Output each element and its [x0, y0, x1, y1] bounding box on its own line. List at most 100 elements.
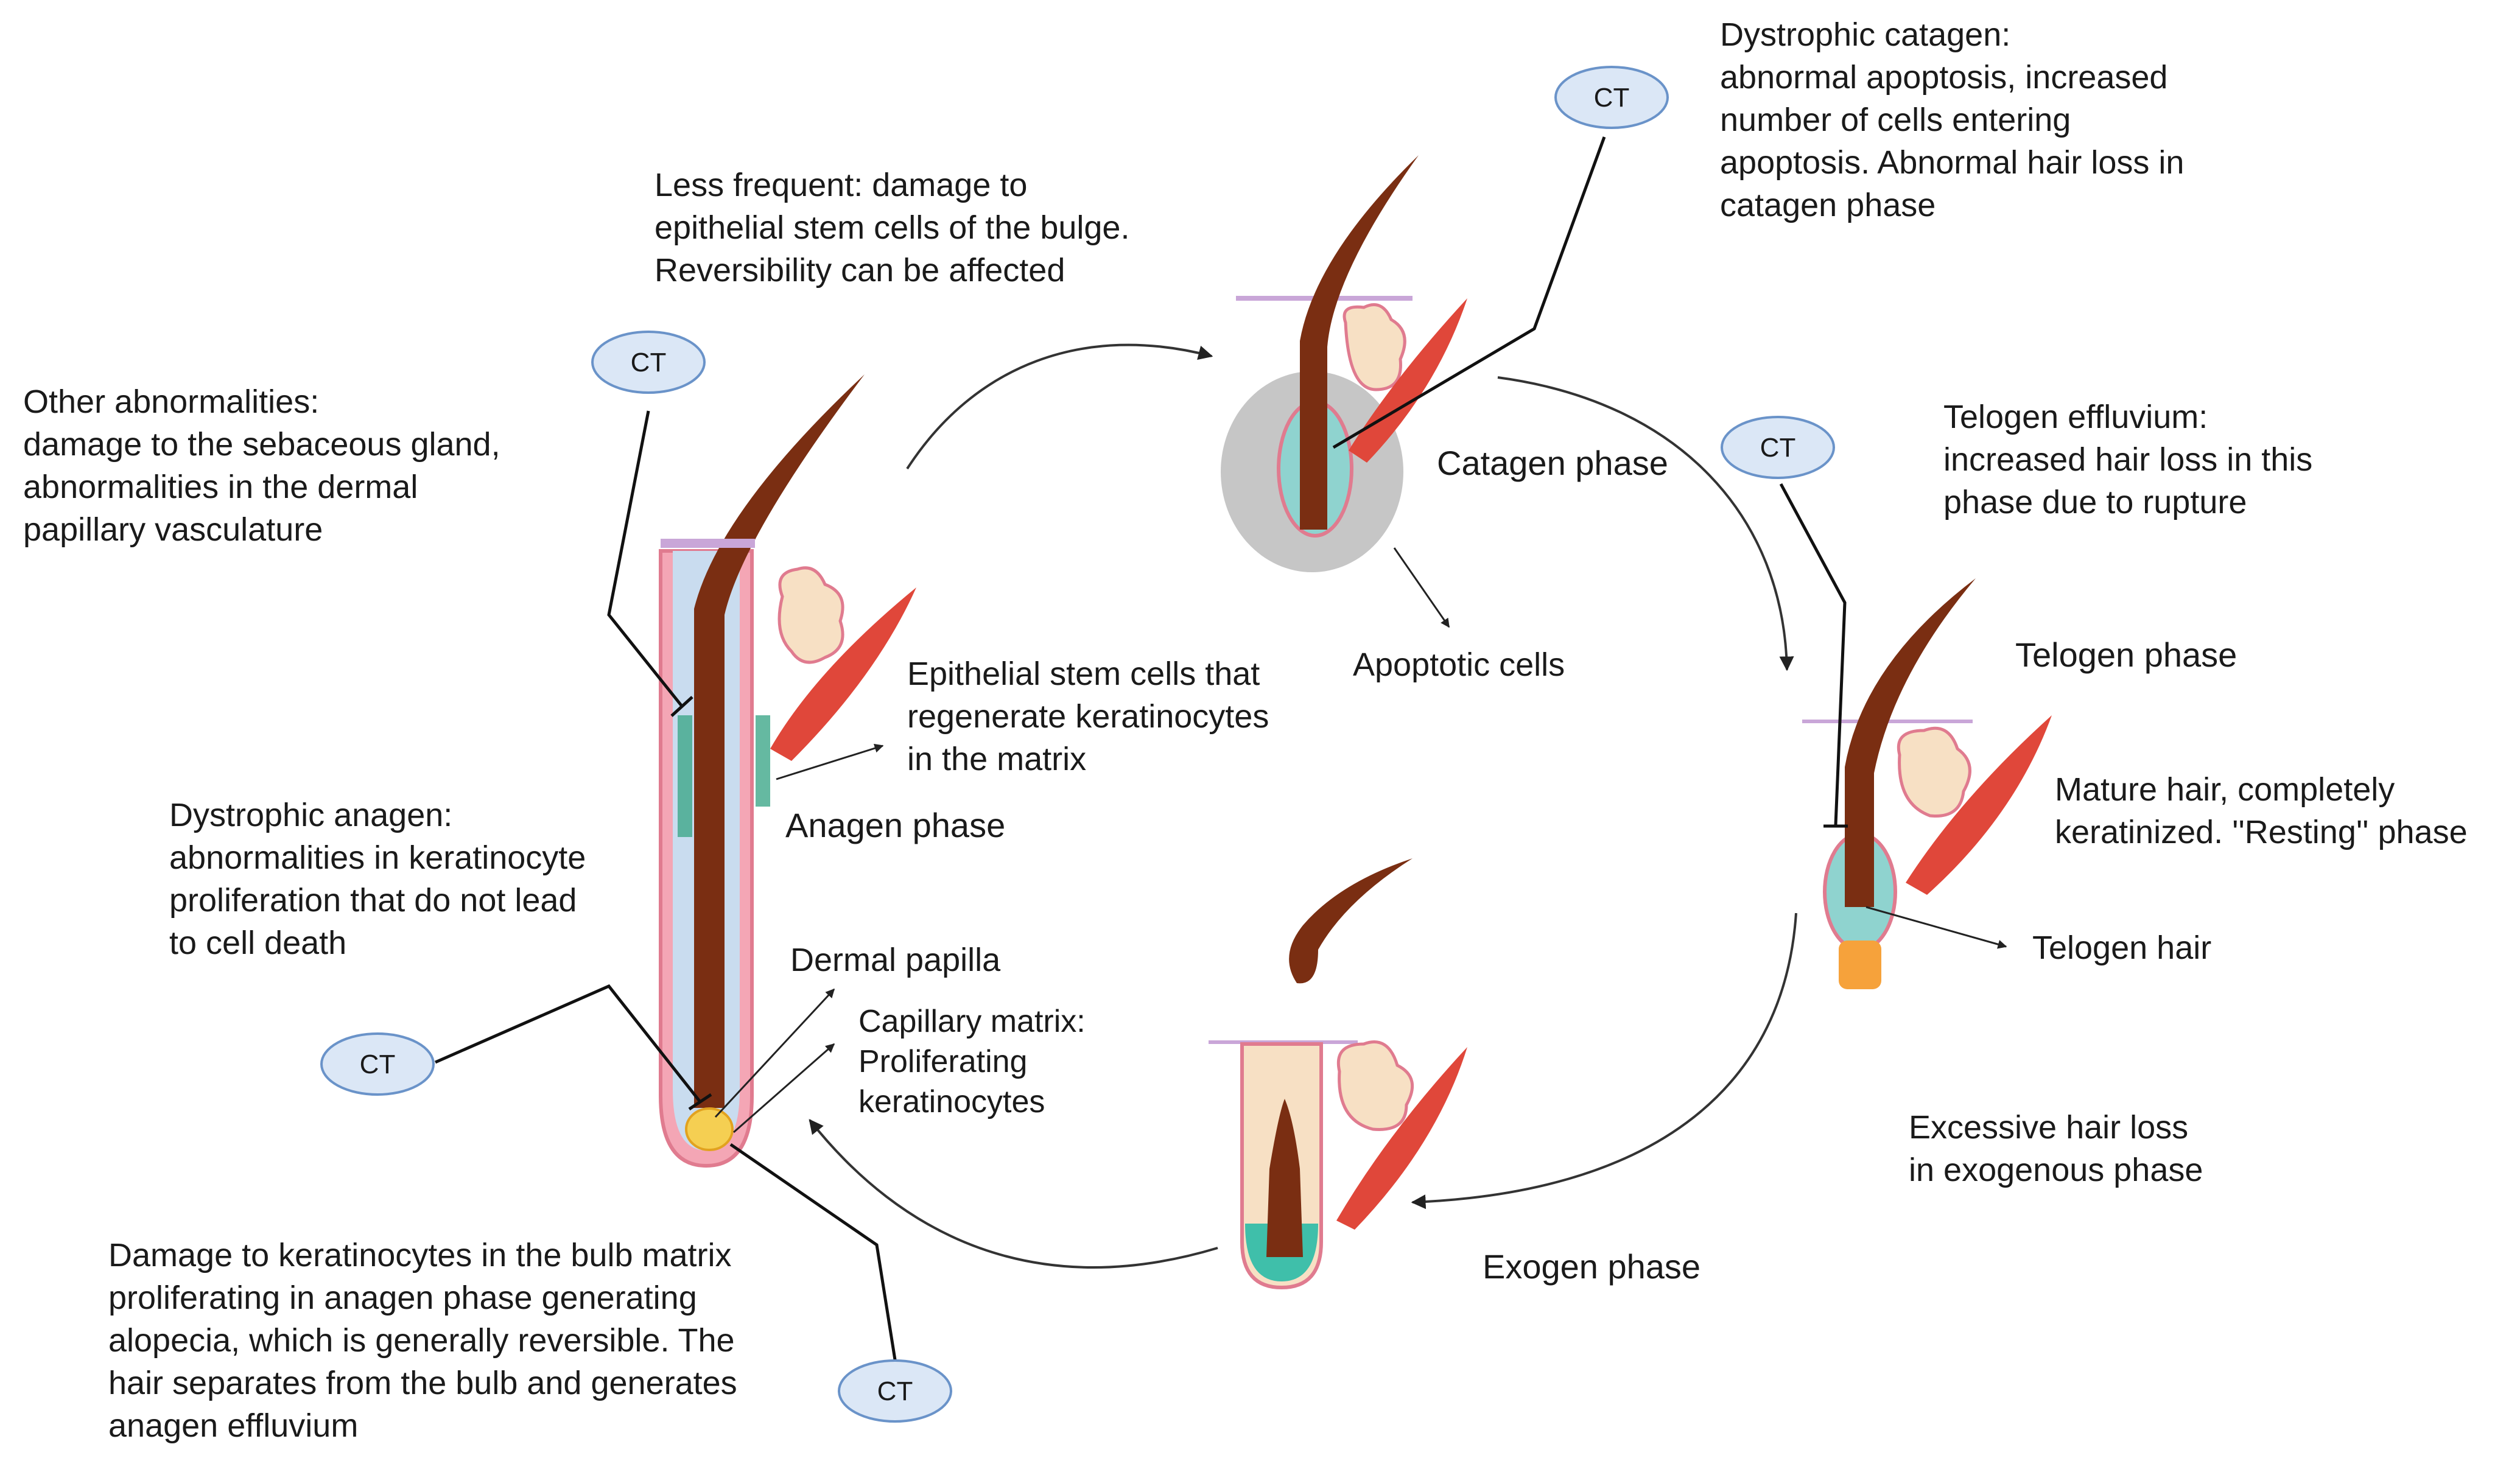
annotation-line: Dermal papilla	[790, 942, 1001, 978]
ct-label: CT	[1760, 433, 1796, 463]
annotation-line: Proliferating	[858, 1044, 1027, 1079]
exogen-sebaceous-gland	[1336, 1040, 1414, 1131]
pointer-apoptotic	[1393, 547, 1450, 628]
annotation-line: to cell death	[169, 925, 346, 961]
annotation-line: apoptosis. Abnormal hair loss in	[1720, 144, 2184, 181]
annotation-line: abnormalities in the dermal	[23, 469, 418, 505]
telogen-germ-cells	[1839, 941, 1881, 989]
annotation-line: Capillary matrix:	[858, 1004, 1086, 1039]
annotation-telogen-effluvium: Telogen effluvium: increased hair loss in…	[1943, 399, 2312, 520]
annotation-line: abnormalities in keratinocyte	[169, 839, 586, 876]
annotation-apoptotic-cells: Apoptotic cells	[1353, 646, 1565, 683]
ct-line-catagen	[1332, 136, 1606, 449]
annotation-line: Damage to keratinocytes in the bulb matr…	[108, 1237, 732, 1274]
telogen-arrector-muscle	[1906, 715, 2052, 895]
annotation-line: catagen phase	[1720, 187, 1936, 223]
ct-badge-catagen: CT	[1554, 66, 1669, 129]
annotation-telogen-hair: Telogen hair	[2032, 930, 2211, 966]
catagen-follicle	[1221, 155, 1467, 572]
annotation-line: Mature hair, completely	[2055, 771, 2395, 808]
ct-label: CT	[1594, 83, 1630, 113]
anagen-hair-shaft	[694, 374, 865, 1108]
catagen-phase-label: Catagen phase	[1437, 444, 1668, 482]
annotation-dystrophic-anagen: Dystrophic anagen: abnormalities in kerat…	[169, 797, 586, 961]
telogen-phase-label: Telogen phase	[2015, 636, 2237, 674]
annotation-line: abnormal apoptosis, increased	[1720, 59, 2167, 96]
annotation-line: Excessive hair loss	[1909, 1109, 2188, 1146]
ct-badge-anagen-upper: CT	[591, 331, 706, 394]
ct-bar-anagen-left	[688, 1093, 712, 1111]
ct-line-anagen-upper	[607, 410, 683, 707]
exogen-shed-hair	[1289, 858, 1413, 984]
exogen-phase-label: Exogen phase	[1483, 1247, 1700, 1286]
ct-bar-anagen-upper	[670, 696, 693, 717]
anagen-sebaceous-gland	[777, 566, 844, 664]
annotation-line: proliferating in anagen phase generating	[108, 1280, 697, 1316]
pointer-stem-cells	[776, 743, 884, 780]
annotation-line: anagen effluvium	[108, 1407, 358, 1444]
annotation-dystrophic-catagen: Dystrophic catagen: abnormal apoptosis, i…	[1720, 16, 2184, 223]
ct-line-anagen-bottom	[729, 1143, 900, 1379]
annotations: Other abnormalities:damage to the sebace…	[23, 16, 2468, 1444]
annotation-dermal-papilla: Dermal papilla	[790, 942, 1001, 978]
ct-label: CT	[360, 1049, 396, 1079]
anagen-dermal-papilla	[685, 1107, 734, 1151]
telogen-follicle	[1802, 578, 2052, 989]
annotation-line: Apoptotic cells	[1353, 646, 1565, 683]
pointer-telogen-hair	[1865, 906, 2007, 949]
anagen-stem-cell-band-right	[756, 715, 770, 807]
annotation-line: damage to the sebaceous gland,	[23, 426, 500, 463]
annotation-line: Telogen effluvium:	[1943, 399, 2208, 435]
pointer-arrows	[714, 547, 2007, 1133]
annotation-line: Epithelial stem cells that	[907, 656, 1260, 692]
annotation-line: alopecia, which is generally reversible.…	[108, 1322, 735, 1359]
arrow-anagen-to-catagen	[906, 343, 1213, 470]
exogen-arrector-muscle	[1336, 1047, 1467, 1230]
annotation-line: Telogen hair	[2032, 930, 2211, 966]
anagen-stem-cell-band-left	[678, 715, 692, 837]
annotation-line: hair separates from the bulb and generat…	[108, 1365, 737, 1401]
annotation-line: Dystrophic anagen:	[169, 797, 452, 833]
annotation-line: Reversibility can be affected	[655, 252, 1065, 289]
ct-label: CT	[631, 348, 667, 377]
anagen-phase-label: Anagen phase	[785, 806, 1005, 844]
exogen-follicle	[1209, 858, 1467, 1290]
annotation-line: in the matrix	[907, 741, 1086, 777]
ct-badge-anagen-left: CT	[320, 1032, 435, 1096]
phase-labels: Anagen phase Catagen phase Telogen phase…	[785, 444, 2237, 1286]
cycle-arrows	[809, 343, 1797, 1269]
annotation-capillary-matrix: Capillary matrix: Proliferating keratinocy…	[858, 1004, 1086, 1119]
annotation-line: keratinocytes	[858, 1084, 1045, 1119]
annotation-line: increased hair loss in this	[1943, 441, 2312, 478]
arrow-telogen-to-exogen	[1411, 913, 1797, 1210]
annotation-line: phase due to rupture	[1943, 484, 2247, 520]
ct-badge-anagen-bottom: CT	[838, 1359, 952, 1423]
ct-line-anagen-left	[434, 984, 701, 1103]
annotation-line: Dystrophic catagen:	[1720, 16, 2010, 53]
pointer-dermal-papilla	[714, 988, 835, 1118]
annotation-line: number of cells entering	[1720, 102, 2071, 138]
arrow-catagen-to-telogen	[1497, 376, 1794, 671]
ct-badges: CT CT CT CT CT	[320, 66, 1835, 1423]
annotation-line: epithelial stem cells of the bulge.	[655, 209, 1129, 246]
annotation-line: regenerate keratinocytes	[907, 698, 1269, 735]
annotation-line: papillary vasculature	[23, 511, 323, 548]
ct-label: CT	[877, 1376, 913, 1406]
catagen-hair-shaft	[1300, 155, 1419, 530]
anagen-skin-surface	[661, 539, 755, 548]
anagen-arrector-muscle	[770, 587, 916, 761]
annotation-damage-bulb: Damage to keratinocytes in the bulb matr…	[108, 1237, 737, 1444]
telogen-club-hair	[1845, 578, 1976, 907]
pointer-capillary	[733, 1043, 835, 1133]
telogen-sebaceous-gland	[1897, 726, 1971, 818]
annotation-excessive-loss: Excessive hair loss in exogenous phase	[1909, 1109, 2203, 1188]
annotation-line: in exogenous phase	[1909, 1152, 2203, 1188]
catagen-sebaceous-gland	[1342, 303, 1406, 391]
ct-inhibition-lines	[434, 136, 1848, 1379]
ct-badge-telogen: CT	[1721, 416, 1835, 479]
annotation-stem-cells: Epithelial stem cells that regenerate ker…	[907, 656, 1269, 777]
ct-line-telogen	[1779, 483, 1847, 825]
